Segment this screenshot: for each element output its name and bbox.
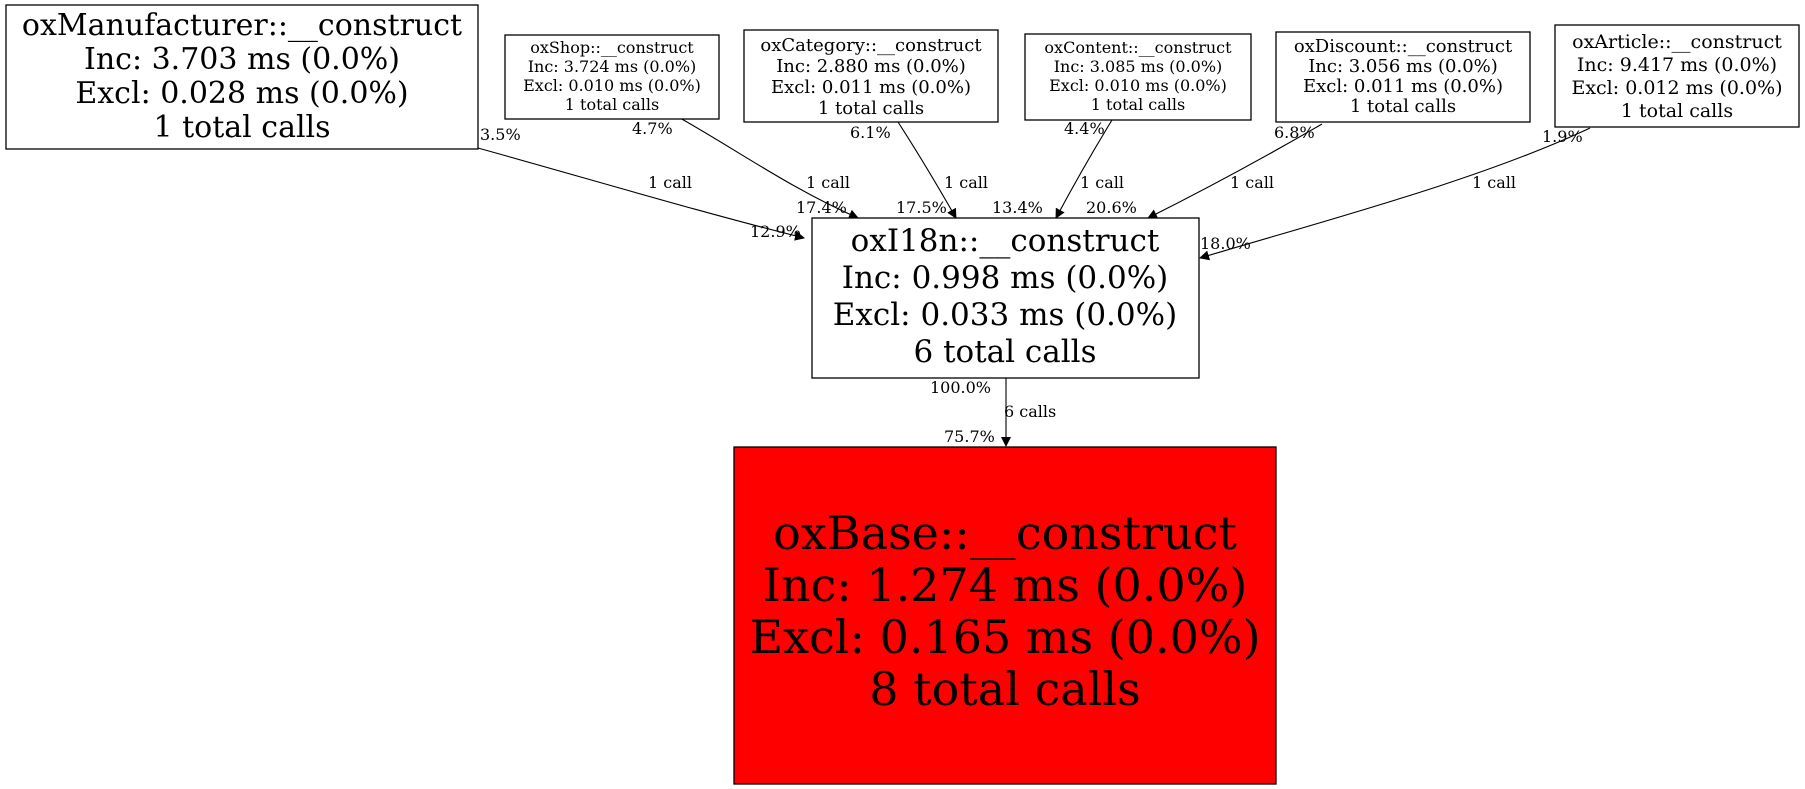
node-inclusive-time: Inc: 3.703 ms (0.0%): [84, 42, 400, 77]
node-box: [5, 4, 479, 150]
node-function-name: oxBase::__construct: [773, 506, 1237, 560]
edge-tail-percent: 100.0%: [930, 378, 991, 397]
edge-tail-percent: 6.1%: [850, 123, 891, 142]
edge-tail-percent: 1.9%: [1542, 127, 1583, 146]
edge-head-percent: 13.4%: [992, 198, 1043, 217]
node-inclusive-time: Inc: 3.724 ms (0.0%): [528, 57, 697, 76]
edge-manufacturer-to-i18n: 3.5% 1 call 12.9%: [477, 125, 805, 241]
edge-head-percent: 75.7%: [944, 427, 995, 446]
node-exclusive-time: Excl: 0.033 ms (0.0%): [833, 297, 1177, 333]
node-total-calls: 6 total calls: [914, 334, 1097, 370]
node-box: [1024, 33, 1252, 121]
edge-tail-percent: 4.4%: [1064, 119, 1105, 138]
edge-call-count: 1 call: [648, 173, 692, 192]
node-function-name: oxI18n::__construct: [851, 223, 1160, 259]
node-total-calls: 1 total calls: [1621, 100, 1733, 122]
node-exclusive-time: Excl: 0.011 ms (0.0%): [771, 77, 971, 98]
node-inclusive-time: Inc: 0.998 ms (0.0%): [842, 260, 1169, 296]
node-oxbase-construct: oxBase::__construct Inc: 1.274 ms (0.0%)…: [733, 446, 1277, 785]
edge-category-to-i18n: 6.1% 1 call 17.5%: [850, 121, 988, 219]
node-function-name: oxCategory::__construct: [760, 35, 982, 56]
node-total-calls: 1 total calls: [565, 95, 659, 114]
edge-shop-to-i18n: 4.7% 1 call 17.4%: [632, 117, 859, 219]
node-function-name: oxArticle::__construct: [1572, 31, 1782, 53]
node-inclusive-time: Inc: 3.056 ms (0.0%): [1308, 56, 1498, 77]
node-oxshop-construct: oxShop::__construct Inc: 3.724 ms (0.0%)…: [504, 34, 720, 120]
node-oxmanufacturer-construct: oxManufacturer::__construct Inc: 3.703 m…: [5, 4, 479, 150]
edge-call-count: 1 call: [1472, 173, 1516, 192]
node-exclusive-time: Excl: 0.028 ms (0.0%): [75, 76, 408, 111]
node-inclusive-time: Inc: 1.274 ms (0.0%): [763, 558, 1248, 612]
node-total-calls: 1 total calls: [818, 98, 924, 119]
edge-discount-to-i18n: 6.8% 1 call 20.6%: [1086, 123, 1323, 219]
node-box: [733, 446, 1277, 785]
edge-call-count: 1 call: [944, 173, 988, 192]
node-box: [743, 29, 999, 123]
node-total-calls: 1 total calls: [1350, 96, 1456, 117]
edge-head-percent: 17.5%: [896, 198, 947, 217]
edge-tail-percent: 6.8%: [1274, 123, 1315, 142]
node-inclusive-time: Inc: 2.880 ms (0.0%): [776, 56, 966, 77]
node-box: [1275, 31, 1531, 123]
node-oxdiscount-construct: oxDiscount::__construct Inc: 3.056 ms (0…: [1275, 31, 1531, 123]
node-exclusive-time: Excl: 0.010 ms (0.0%): [1049, 76, 1227, 95]
node-box: [504, 34, 720, 120]
node-oxcontent-construct: oxContent::__construct Inc: 3.085 ms (0.…: [1024, 33, 1252, 121]
edge-call-count: 1 call: [1230, 173, 1274, 192]
edge-tail-percent: 3.5%: [480, 125, 521, 144]
node-exclusive-time: Excl: 0.010 ms (0.0%): [523, 76, 701, 95]
edge-call-count: 6 calls: [1004, 402, 1056, 421]
node-oxarticle-construct: oxArticle::__construct Inc: 9.417 ms (0.…: [1554, 24, 1800, 128]
node-inclusive-time: Inc: 9.417 ms (0.0%): [1577, 54, 1777, 76]
node-exclusive-time: Excl: 0.165 ms (0.0%): [749, 610, 1260, 664]
node-function-name: oxContent::__construct: [1044, 38, 1232, 57]
edge-head-percent: 17.4%: [796, 198, 847, 217]
edge-head-percent: 18.0%: [1200, 234, 1251, 253]
edge-call-count: 1 call: [806, 173, 850, 192]
edge-head-percent: 12.9%: [750, 222, 801, 241]
node-total-calls: 1 total calls: [153, 110, 330, 145]
node-total-calls: 1 total calls: [1091, 95, 1185, 114]
edge-tail-percent: 4.7%: [632, 119, 673, 138]
node-exclusive-time: Excl: 0.012 ms (0.0%): [1571, 77, 1782, 99]
edge-call-count: 1 call: [1080, 173, 1124, 192]
edge-head-percent: 20.6%: [1086, 198, 1137, 217]
node-total-calls: 8 total calls: [869, 662, 1141, 716]
node-oxi18n-construct: oxI18n::__construct Inc: 0.998 ms (0.0%)…: [811, 217, 1200, 379]
node-box: [1554, 24, 1800, 128]
node-function-name: oxDiscount::__construct: [1294, 36, 1513, 57]
edge-article-to-i18n: 1.9% 1 call 18.0%: [1199, 127, 1591, 261]
node-function-name: oxManufacturer::__construct: [22, 8, 462, 43]
edge-content-to-i18n: 4.4% 1 call 13.4%: [992, 119, 1124, 219]
edge-i18n-to-base: 100.0% 6 calls 75.7%: [930, 378, 1056, 447]
node-box: [811, 217, 1200, 379]
node-exclusive-time: Excl: 0.011 ms (0.0%): [1303, 76, 1503, 97]
node-function-name: oxShop::__construct: [530, 38, 694, 57]
node-inclusive-time: Inc: 3.085 ms (0.0%): [1054, 57, 1223, 76]
node-oxcategory-construct: oxCategory::__construct Inc: 2.880 ms (0…: [743, 29, 999, 123]
